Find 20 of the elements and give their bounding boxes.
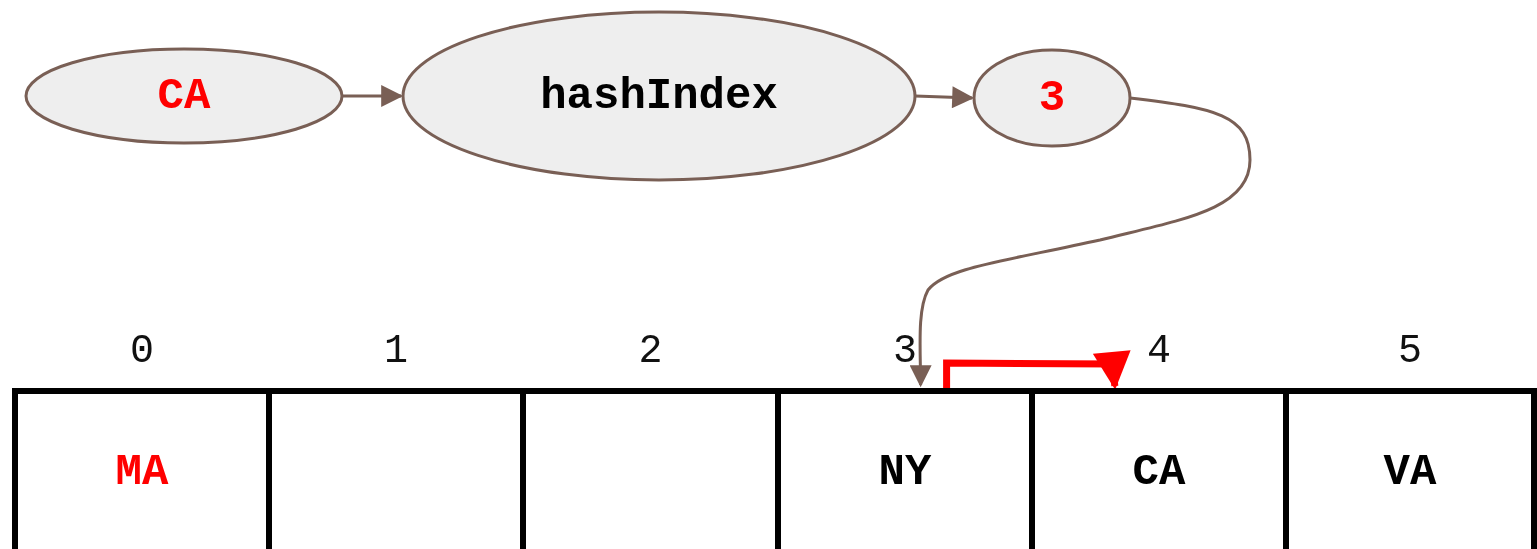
node-label: CA xyxy=(157,74,211,118)
arrow xyxy=(943,350,1131,390)
node-label: hashIndex xyxy=(540,74,778,118)
ellipse-node xyxy=(24,47,344,145)
cell-value: NY xyxy=(878,449,932,494)
cell-value: VA xyxy=(1383,449,1437,494)
index-number: 1 xyxy=(384,332,408,372)
index-number: 2 xyxy=(638,332,663,372)
cell-value: MA xyxy=(115,449,169,494)
index-number: 0 xyxy=(130,332,154,372)
ellipse-node xyxy=(401,10,917,182)
index-number: 3 xyxy=(893,332,917,372)
node-label: 3 xyxy=(1038,76,1066,120)
index-number: 5 xyxy=(1398,332,1422,372)
arrow xyxy=(342,85,404,107)
ellipse-node xyxy=(972,48,1132,148)
cell-value: CA xyxy=(1132,449,1186,494)
arrow xyxy=(909,96,1252,388)
arrow xyxy=(914,86,975,109)
index-number: 4 xyxy=(1147,332,1171,372)
